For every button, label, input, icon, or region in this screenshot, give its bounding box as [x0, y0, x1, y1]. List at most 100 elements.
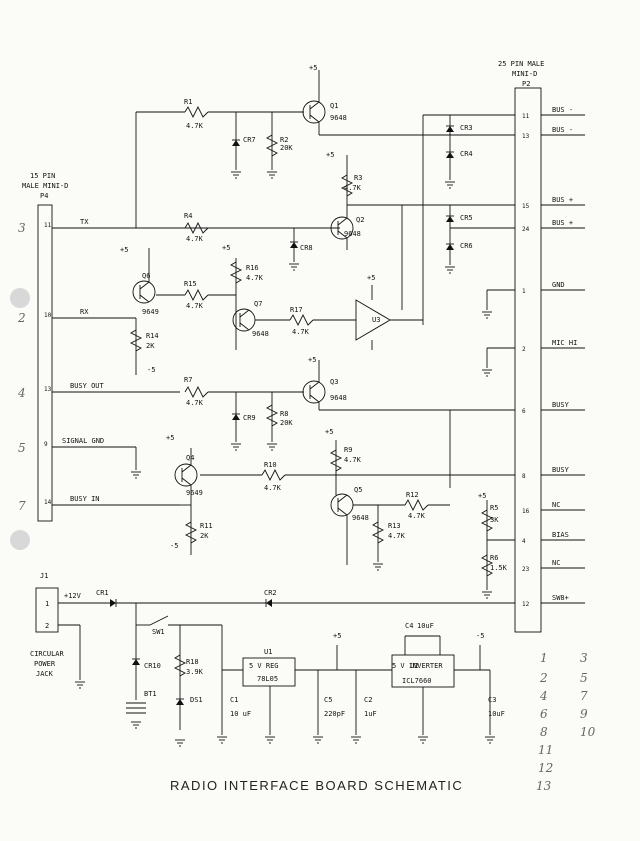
component-ref-r16: R16 [246, 264, 259, 272]
component-value-r15: 4.7K [186, 302, 204, 310]
component-ref-cr6: CR6 [460, 242, 473, 250]
component-value-r4: 4.7K [186, 235, 204, 243]
component-value-q2: 9648 [344, 230, 361, 238]
p2-signal-label: BIAS [552, 531, 569, 539]
p2-pin-number: 13 [522, 133, 530, 140]
p2-header-line1: 25 PIN MALE [498, 60, 544, 68]
component-ref-cr2: CR2 [264, 589, 277, 597]
p2-pin-number: 23 [522, 566, 530, 573]
component-value-q5: 9648 [352, 514, 369, 522]
component-ref-ds1: DS1 [190, 696, 203, 704]
component-value-r18: 3.9K [186, 668, 204, 676]
p4-signal-label: BUSY IN [70, 495, 100, 503]
p2-header-line2: MINI-D [512, 70, 537, 78]
component-value-q7: 9648 [252, 330, 269, 338]
component-value-r9: 4.7K [344, 456, 362, 464]
handwritten-note: 6 [540, 707, 548, 721]
p2-signal-label: BUS - [552, 106, 573, 114]
p2-pin-number: 2 [522, 346, 526, 353]
component-ref-r5: R5 [490, 504, 498, 512]
component-ref-bt1: BT1 [144, 690, 157, 698]
p2-signal-label: BUS - [552, 126, 573, 134]
p2-pin-number: 1 [522, 288, 526, 295]
component-value-u3: 3140 [0, 0, 17, 2]
supply-label: +5 [326, 151, 334, 159]
component-value-u2-part: ICL7660 [402, 677, 432, 685]
component-ref-r18: R18 [186, 658, 199, 666]
handwritten-note: 13 [536, 779, 552, 793]
supply-label: -5 [476, 632, 484, 640]
component-value-c1: 10 uF [230, 710, 251, 718]
handwritten-note: 9 [580, 707, 588, 721]
p4-margin-note: 2 [17, 311, 26, 325]
p2-pin-number: 11 [522, 113, 530, 120]
j1-caption-line: CIRCULAR [30, 650, 65, 658]
j1-caption-line: POWER [34, 660, 56, 668]
component-value-r5: 3K [490, 516, 499, 524]
supply-label: +5 [222, 244, 230, 252]
component-ref-u2: U2 [410, 662, 418, 670]
supply-label: +5 [325, 428, 333, 436]
supply-label: +5 [367, 274, 375, 282]
component-value-r8: 20K [280, 419, 293, 427]
p2-signal-label: BUSY [552, 466, 570, 474]
p2-signal-label: BUS + [552, 219, 573, 227]
handwritten-note: 5 [580, 671, 588, 685]
handwritten-note: 2 [539, 671, 548, 685]
schematic-title: RADIO INTERFACE BOARD SCHEMATIC [170, 778, 463, 793]
p4-signal-label: BUSY OUT [70, 382, 105, 390]
component-ref-r17: R17 [290, 306, 303, 314]
p4-pin-number: 13 [44, 386, 52, 393]
component-value-r16: 4.7K [246, 274, 264, 282]
component-ref-q2: Q2 [356, 216, 364, 224]
component-ref-u1: U1 [264, 648, 272, 656]
p4-pin-number: 9 [44, 441, 48, 448]
component-ref-r9: R9 [344, 446, 352, 454]
p4-signal-label: SIGNAL GND [62, 437, 104, 445]
component-ref-cr5: CR5 [460, 214, 473, 222]
p4-margin-note: 7 [18, 499, 26, 513]
p4-margin-note: 4 [17, 386, 26, 400]
supply-label: +5 [308, 356, 316, 364]
component-value-r11: 2K [200, 532, 209, 540]
component-value-r17: 4.7K [292, 328, 310, 336]
handwritten-note: 11 [538, 743, 553, 757]
component-ref-cr3: CR3 [460, 124, 473, 132]
component-ref-cr10: CR10 [144, 662, 161, 670]
p2-signal-label: NC [552, 501, 560, 509]
p2-signal-label: BUSY [552, 401, 570, 409]
component-value-u1-part: 78L05 [257, 675, 278, 683]
p2-pin-number: 15 [522, 203, 530, 210]
p4-signal-label: RX [80, 308, 89, 316]
p4-header-line2: MALE MINI-D [22, 182, 68, 190]
component-ref-r10: R10 [264, 461, 277, 469]
hole-punch-top [10, 288, 30, 308]
component-ref-q3: Q3 [330, 378, 338, 386]
p2-pin-number: 12 [522, 601, 530, 608]
p2-signal-label: NC [552, 559, 560, 567]
component-ref-cr9: CR9 [243, 414, 256, 422]
supply-label: +5 [166, 434, 174, 442]
component-value-c2: 1uF [364, 710, 377, 718]
component-ref-r15: R15 [184, 280, 197, 288]
p2-pin-number: 4 [522, 538, 526, 545]
component-value-c5: 220pF [324, 710, 345, 718]
component-ref-r12: R12 [406, 491, 419, 499]
component-ref-r3: R3 [354, 174, 362, 182]
supply-label: +5 [478, 492, 486, 500]
p4-margin-note: 5 [18, 441, 26, 455]
component-value-u2: 5 V INVERTER [392, 662, 443, 670]
hole-punch-bottom [10, 530, 30, 550]
component-ref-cr1: CR1 [96, 589, 109, 597]
p4-ref-label: P4 [40, 192, 48, 200]
p2-pin-number: 16 [522, 508, 530, 515]
p2-pin-number: 6 [522, 408, 526, 415]
p2-ref-label: P2 [522, 80, 530, 88]
component-ref-q6: Q6 [142, 272, 150, 280]
component-ref-r4: R4 [184, 212, 192, 220]
component-ref-r11: R11 [200, 522, 213, 530]
handwritten-note: 4 [539, 689, 548, 703]
component-value-c3: 10uF [488, 710, 505, 718]
component-ref-c5: C5 [324, 696, 332, 704]
